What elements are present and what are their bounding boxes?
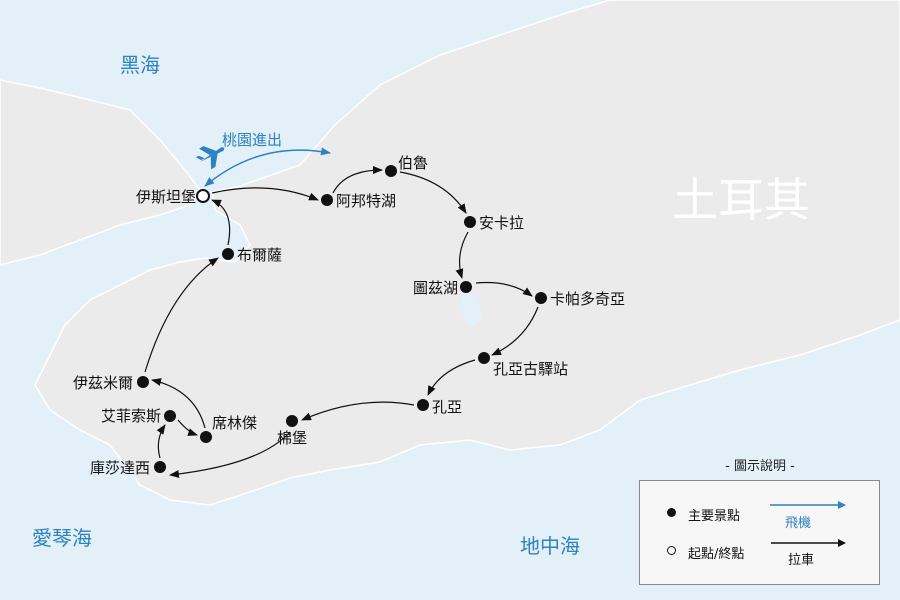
stop-marker-kusadasi: [154, 461, 166, 473]
stop-marker-pamukkale: [286, 415, 298, 427]
stop-label-ankara: 安卡拉: [479, 214, 524, 232]
legend: [639, 480, 880, 585]
stop-label-sirince: 席林傑: [212, 414, 257, 432]
stop-marker-cappadocia: [535, 292, 547, 304]
tuz-lake: [460, 292, 482, 328]
land-anatolia: [34, 0, 900, 506]
stop-label-izmir: 伊茲米爾: [73, 374, 133, 392]
stop-marker-abant: [321, 194, 333, 206]
aegean-sea-label: 愛琴海: [32, 526, 92, 550]
stop-label-istanbul: 伊斯坦堡: [136, 188, 196, 206]
stop-marker-izmir: [137, 376, 149, 388]
country-label: 土耳其: [672, 173, 810, 227]
stop-marker-bursa: [222, 248, 234, 260]
route-sirince-izmir: [151, 378, 206, 429]
legend-coach: 拉車: [788, 553, 815, 568]
airplane-icon: [196, 146, 225, 170]
stop-label-bursa: 布爾薩: [237, 246, 282, 264]
stop-marker-bolu: [385, 165, 397, 177]
stop-label-cappadocia: 卡帕多奇亞: [550, 290, 625, 308]
stop-label-abant: 阿邦特湖: [336, 192, 396, 210]
land-thrace: [0, 79, 201, 266]
route-istanbul-abant: [211, 187, 319, 201]
marmara-sea: [125, 215, 235, 262]
legend-main-spot: 主要景點: [688, 509, 741, 524]
stop-label-tuz: 圖茲湖: [413, 279, 458, 297]
stop-marker-ankara: [464, 216, 476, 228]
route-pamukkale-kusadasi: [169, 431, 291, 478]
mediterranean-label: 地中海: [520, 534, 580, 558]
route-tuz-cappadocia: [475, 281, 533, 297]
route-ephesus-sirince: [177, 419, 198, 436]
stop-label-caravanserai: 孔亞古驛站: [493, 360, 568, 378]
legend-dot-icon: [667, 508, 676, 517]
stop-label-bolu: 伯魯: [398, 154, 428, 172]
route-izmir-bursa: [144, 257, 219, 373]
stop-label-kusadasi: 庫莎達西: [90, 459, 150, 477]
stop-label-pamukkale: 棉堡: [277, 429, 307, 447]
flight-label: 桃園進出: [222, 131, 282, 149]
route-konya-pamukkale: [301, 401, 415, 421]
legend-arrows: [770, 501, 846, 547]
stop-label-ephesus: 艾菲索斯: [101, 407, 161, 425]
route-cappadocia-caravanserai: [491, 306, 539, 356]
legend-circle-icon: [667, 546, 676, 555]
flight-arrow: [204, 147, 331, 187]
route-bursa-istanbul: [211, 199, 231, 246]
start-end-marker-istanbul: [196, 189, 210, 203]
route-kusadasi-ephesus: [156, 424, 166, 459]
legend-flight: 飛機: [785, 516, 812, 531]
stop-marker-konya: [417, 399, 429, 411]
stop-label-konya: 孔亞: [432, 398, 462, 416]
stop-marker-caravanserai: [478, 352, 490, 364]
stop-marker-tuz: [460, 281, 472, 293]
route-ankara-tuz: [455, 231, 469, 279]
route-bolu-ankara: [399, 171, 467, 214]
stop-marker-ephesus: [164, 410, 176, 422]
route-abant-bolu: [332, 166, 383, 194]
legend-title: - 圖示說明 -: [725, 459, 795, 474]
black-sea-label: 黑海: [120, 53, 160, 77]
stop-marker-sirince: [200, 431, 212, 443]
legend-start-end: 起點/終點: [688, 547, 745, 562]
route-caravanserai-konya: [427, 359, 476, 396]
